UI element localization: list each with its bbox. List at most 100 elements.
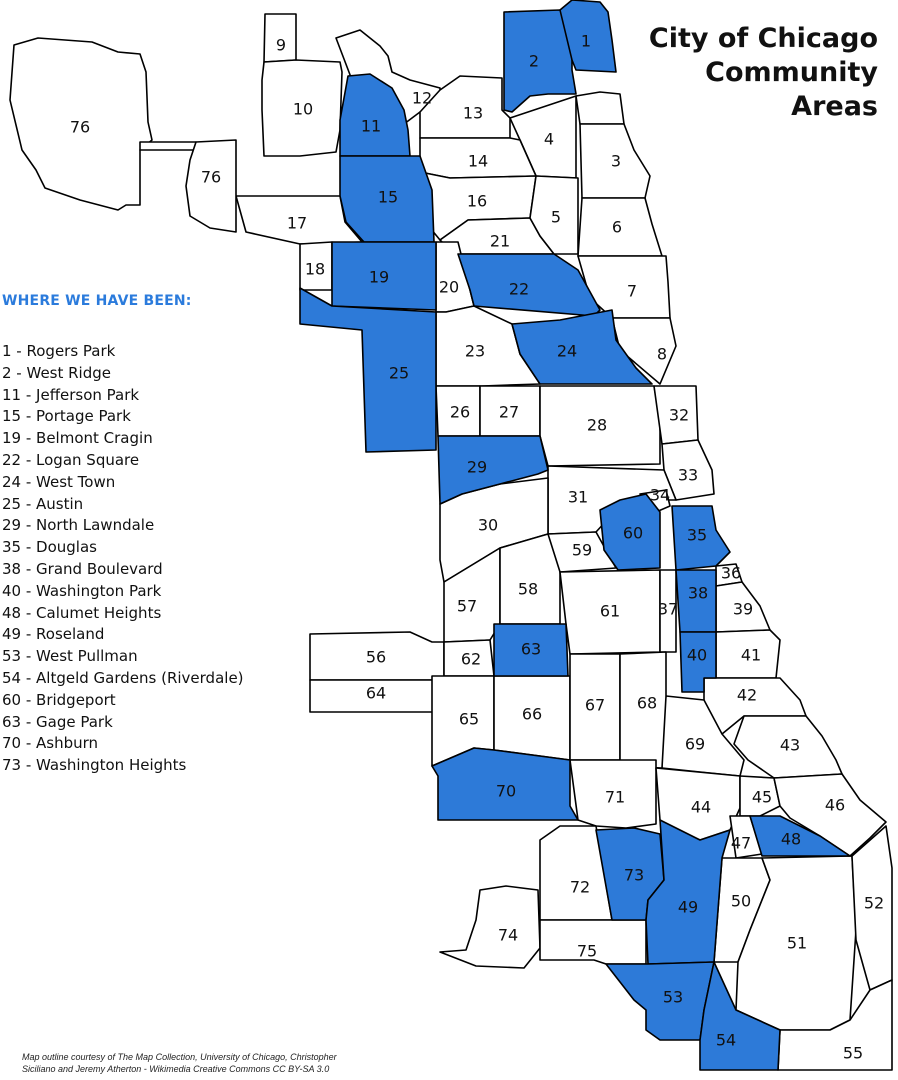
area-label-44: 44 — [691, 798, 711, 817]
title-line: Areas — [791, 91, 878, 122]
area-label-70: 70 — [496, 782, 516, 801]
legend-item: 54 - Altgeld Gardens (Riverdale) — [2, 668, 244, 687]
area-45 — [739, 775, 781, 817]
area-label-61: 61 — [600, 602, 620, 621]
area-40 — [679, 631, 717, 693]
area-70 — [431, 747, 579, 821]
area-76-east — [185, 139, 237, 233]
legend-item: 53 - West Pullman — [2, 647, 138, 666]
area-label-58: 58 — [518, 580, 538, 599]
area-label-52: 52 — [864, 894, 884, 913]
area-label-15: 15 — [378, 188, 398, 207]
legend-item: 11 - Jefferson Park — [2, 385, 140, 404]
area-label-9: 9 — [276, 36, 286, 55]
area-label-22: 22 — [509, 280, 529, 299]
area-label-21: 21 — [490, 232, 510, 251]
area-label-39: 39 — [733, 600, 753, 619]
legend-item: 2 - West Ridge — [2, 363, 111, 382]
area-label-4: 4 — [544, 130, 554, 149]
area-label-17: 17 — [287, 214, 307, 233]
area-label-74: 74 — [498, 926, 518, 945]
area-label-57: 57 — [457, 597, 477, 616]
area-label-20: 20 — [439, 278, 459, 297]
area-24 — [511, 309, 653, 385]
area-label-38: 38 — [688, 584, 708, 603]
area-label-32: 32 — [669, 406, 689, 425]
legend-item: 15 - Portage Park — [2, 407, 131, 426]
area-label-67: 67 — [585, 696, 605, 715]
legend-item: 40 - Washington Park — [2, 581, 162, 600]
area-label-33: 33 — [678, 466, 698, 485]
area-29 — [437, 435, 549, 505]
legend-item: 73 - Washington Heights — [2, 756, 187, 775]
area-label-50: 50 — [731, 892, 751, 911]
area-label-11: 11 — [361, 117, 381, 136]
area-label-46: 46 — [825, 796, 845, 815]
area-label-23: 23 — [465, 342, 485, 361]
legend-item: 60 - Bridgeport — [2, 690, 116, 709]
area-label-55: 55 — [843, 1044, 863, 1063]
legend-list: 1 - Rogers Park 2 - West Ridge 11 - Jeffer… — [2, 341, 244, 777]
area-label-5: 5 — [551, 208, 561, 227]
title-line: City of Chicago — [648, 23, 878, 54]
area-25 — [299, 287, 437, 453]
title-line: Community — [705, 57, 878, 88]
area-11 — [339, 73, 411, 157]
area-53 — [605, 961, 715, 1041]
area-label-37: 37 — [658, 600, 678, 619]
area-label-18: 18 — [305, 260, 325, 279]
area-label-51: 51 — [787, 934, 807, 953]
legend-item: 19 - Belmont Cragin — [2, 429, 153, 448]
area-label-59: 59 — [572, 541, 592, 560]
area-label-40: 40 — [687, 646, 707, 665]
area-label-3: 3 — [611, 152, 621, 171]
map-credit: Map outline courtesy of The Map Collecti… — [22, 1051, 337, 1075]
area-label-25: 25 — [389, 364, 409, 383]
legend-item: 38 - Grand Boulevard — [2, 559, 163, 578]
map-title: City of Chicago Community Areas — [649, 22, 878, 124]
legend-item: 70 - Ashburn — [2, 734, 99, 753]
area-label-54: 54 — [716, 1031, 736, 1050]
area-label-60: 60 — [623, 524, 643, 543]
area-label-30: 30 — [478, 516, 498, 535]
area-61 — [559, 569, 661, 655]
area-label-29: 29 — [467, 458, 487, 477]
area-label-73: 73 — [624, 866, 644, 885]
area-label-69: 69 — [685, 735, 705, 754]
legend-item: 1 - Rogers Park — [2, 342, 116, 360]
area-58 — [499, 533, 561, 625]
area-label-66: 66 — [522, 705, 542, 724]
area-label-14: 14 — [468, 152, 488, 171]
area-label-13: 13 — [463, 104, 483, 123]
area-label-68: 68 — [637, 694, 657, 713]
area-label-49: 49 — [678, 898, 698, 917]
area-label-43: 43 — [780, 736, 800, 755]
area-label-16: 16 — [467, 192, 487, 211]
area-37 — [659, 569, 677, 653]
legend-item: 48 - Calumet Heights — [2, 603, 162, 622]
area-label-53: 53 — [663, 988, 683, 1007]
area-74 — [439, 885, 541, 969]
area-label-42: 42 — [737, 686, 757, 705]
area-label-24: 24 — [557, 342, 577, 361]
area-label-12: 12 — [412, 89, 432, 108]
area-label-76: 76 — [70, 118, 90, 137]
area-label-7: 7 — [627, 282, 637, 301]
legend-heading: WHERE WE HAVE BEEN: — [2, 293, 192, 309]
area-label-1: 1 — [581, 32, 591, 51]
area-label-27: 27 — [499, 403, 519, 422]
area-6 — [577, 197, 663, 257]
area-label-62: 62 — [461, 650, 481, 669]
area-60 — [599, 493, 661, 571]
area-label-26: 26 — [450, 403, 470, 422]
area-label-76: 76 — [201, 168, 221, 187]
area-label-35: 35 — [687, 526, 707, 545]
area-76-connector — [139, 141, 197, 151]
legend-item: 35 - Douglas — [2, 538, 97, 557]
area-label-10: 10 — [293, 100, 313, 119]
area-19 — [331, 241, 437, 311]
area-77 — [575, 91, 625, 125]
area-label-6: 6 — [612, 218, 622, 237]
area-label-41: 41 — [741, 646, 761, 665]
